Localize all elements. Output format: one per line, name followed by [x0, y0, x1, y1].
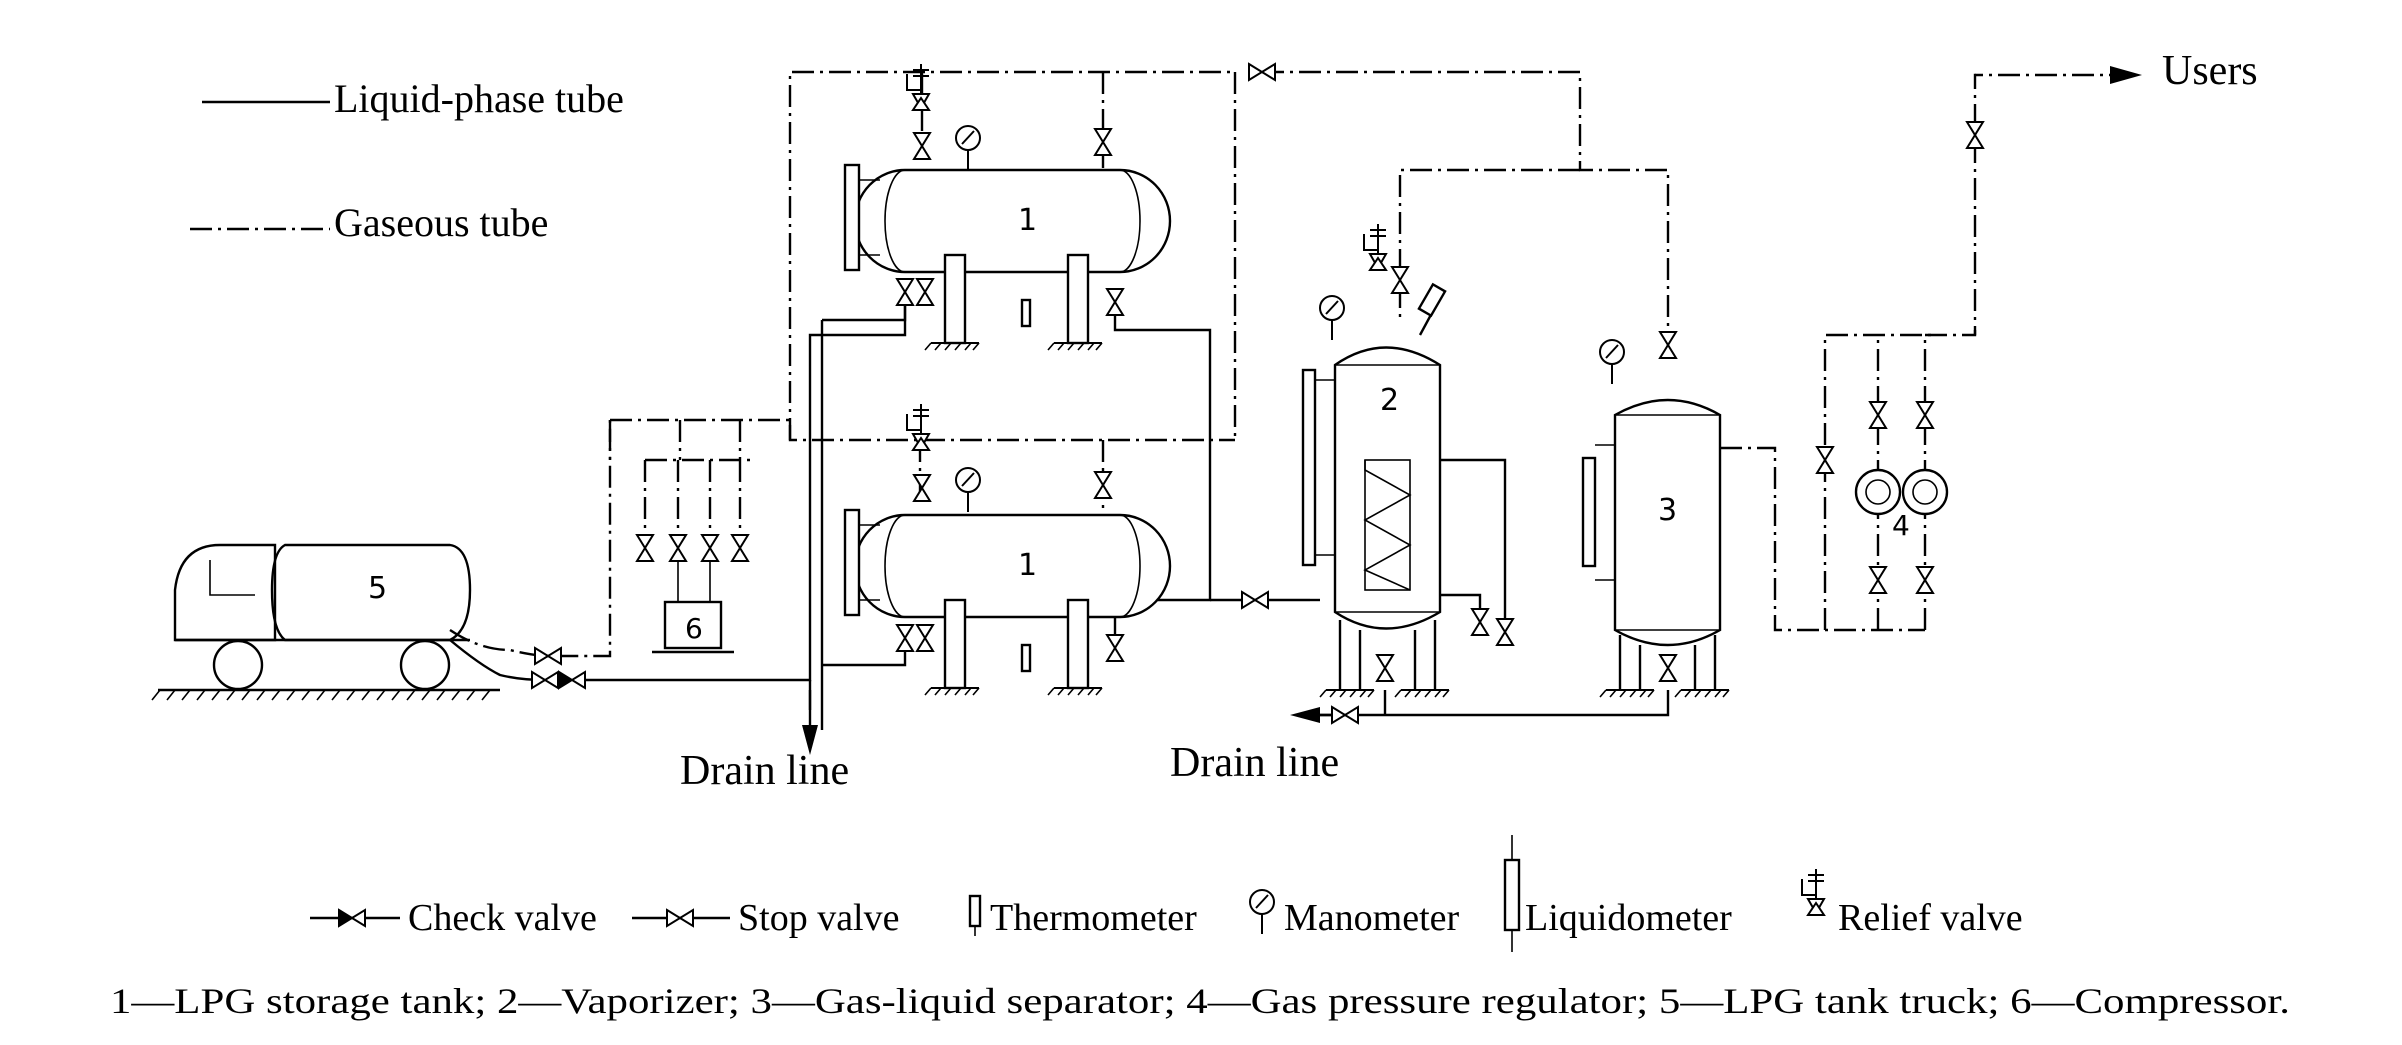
figure-caption: 1—LPG storage tank; 2—Vaporizer; 3—Gas-l… — [110, 981, 2290, 1021]
truck-number: 5 — [368, 571, 387, 606]
users-arrow — [2110, 66, 2142, 84]
compressor-number: 6 — [685, 612, 703, 645]
storage-tank-upper: 1 — [843, 63, 1172, 351]
users-label: Users — [2162, 48, 2258, 94]
tank-1-lower-number: 1 — [1018, 548, 1037, 583]
legend-stop-valve: Stop valve — [738, 897, 899, 939]
legend-thermometer: Thermometer — [990, 897, 1197, 939]
legend-check-valve: Check valve — [408, 897, 597, 939]
vaporizer: 2 — [1301, 223, 1514, 698]
drain-line-left-label: Drain line — [680, 748, 849, 794]
gas-liquid-separator: 3 — [1581, 331, 1730, 698]
drain-line-right-label: Drain line — [1170, 740, 1339, 786]
tank-1-upper-number: 1 — [1018, 203, 1037, 238]
regulator-number: 4 — [1892, 509, 1910, 542]
drain-arrow-right — [1290, 707, 1320, 723]
drain-arrow-left — [802, 725, 818, 755]
compressor: 6 — [636, 534, 749, 654]
separator-number: 3 — [1658, 493, 1677, 528]
symbol-legend: Check valve Stop valve Thermometer Manom… — [310, 835, 2023, 952]
vaporizer-number: 2 — [1380, 383, 1399, 418]
gas-pressure-regulator: 4 — [1816, 401, 1949, 594]
liquid-network — [585, 290, 1670, 730]
legend-gas-label: Gaseous tube — [334, 200, 548, 245]
legend-manometer: Manometer — [1284, 897, 1460, 939]
legend-relief-valve: Relief valve — [1838, 897, 2023, 939]
legend-liquid-label: Liquid-phase tube — [334, 76, 624, 121]
lpg-tank-truck: 5 — [151, 420, 612, 701]
storage-tank-lower: 1 — [843, 403, 1172, 696]
legend-liquidometer: Liquidometer — [1525, 897, 1732, 939]
